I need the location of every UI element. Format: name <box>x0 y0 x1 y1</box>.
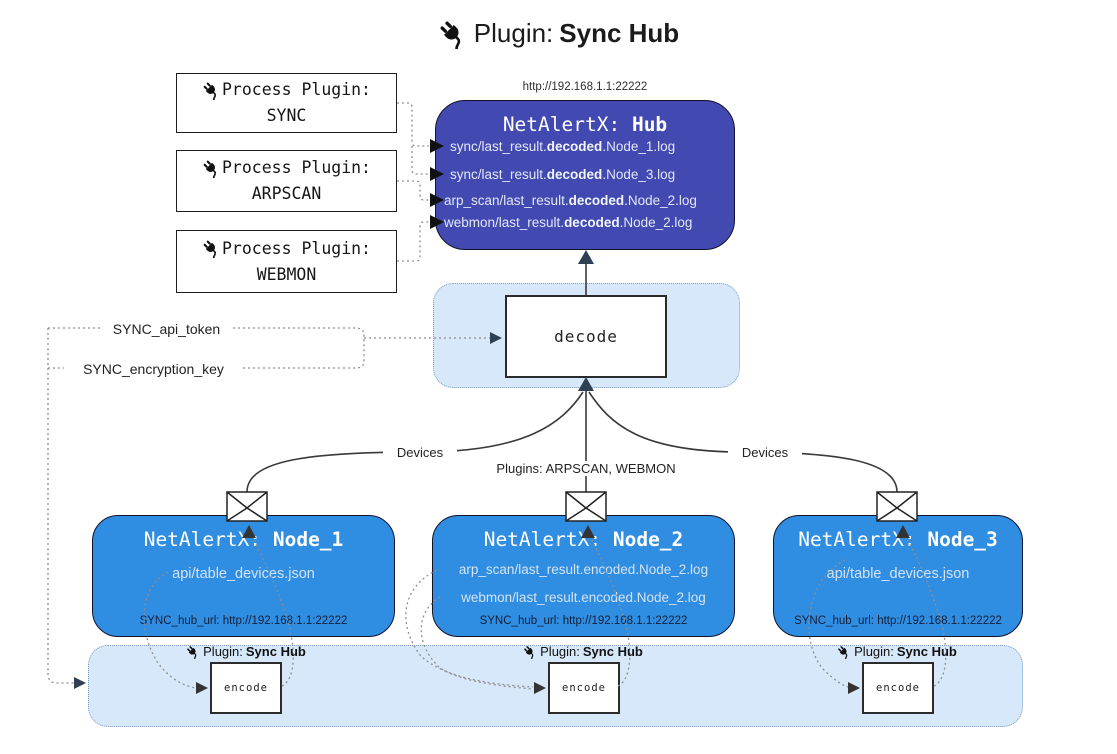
arrowhead <box>578 250 594 264</box>
log-bold: decoded <box>546 167 603 182</box>
process-plugin-name: WEBMON <box>256 264 317 284</box>
node1-title: NetAlertX: Node_1 <box>93 528 394 551</box>
encode-plugin-name: Sync Hub <box>582 644 643 659</box>
log-bold: decoded <box>568 193 625 208</box>
arrowhead <box>74 677 86 689</box>
hub-title-prefix: NetAlertX: <box>502 113 632 136</box>
node-title-prefix: NetAlertX: <box>798 528 928 551</box>
encode3-plugin-label: Plugin: Sync Hub <box>817 644 977 659</box>
log-post: .Node_3.log <box>602 167 676 182</box>
node2-file: webmon/last_result.encoded.Node_2.log <box>461 590 706 605</box>
process-plugin-arpscan-box: Process Plugin: ARPSCAN <box>176 150 397 212</box>
plugins-edge-label: Plugins: ARPSCAN, WEBMON <box>496 461 676 476</box>
hub-log-line: webmon/last_result.decoded.Node_2.log <box>444 214 732 232</box>
plug-icon <box>837 645 851 659</box>
log-post: .Node_2.log <box>624 193 697 208</box>
node-title-name: Node_1 <box>272 528 344 551</box>
node3-file: api/table_devices.json <box>826 566 970 582</box>
page-title-prefix: Plugin: <box>473 18 554 48</box>
node1-box: NetAlertX: Node_1 api/table_devices.json… <box>92 515 395 637</box>
encode2-box: encode <box>548 662 620 714</box>
process-plugin-label: Process Plugin: <box>221 158 371 178</box>
devices-right-label: Devices <box>728 445 802 460</box>
node3-box: NetAlertX: Node_3 api/table_devices.json… <box>773 515 1023 637</box>
plug-icon <box>438 19 468 49</box>
encode3-box: encode <box>862 662 934 714</box>
hub-log-line: sync/last_result.decoded.Node_1.log <box>450 138 732 156</box>
sync-encryption-key-label: SYNC_encryption_key <box>64 361 243 377</box>
log-pre: sync/last_result. <box>450 139 547 154</box>
hub-box: NetAlertX: Hub sync/last_result.decoded.… <box>435 100 735 250</box>
encode-plugin-name: Sync Hub <box>245 644 306 659</box>
hub-url-label: http://192.168.1.1:22222 <box>522 81 648 93</box>
node-title-name: Node_2 <box>612 528 684 551</box>
hub-title: NetAlertX: Hub <box>436 113 734 136</box>
encode-plugin-prefix: Plugin: <box>854 644 894 659</box>
encode1-plugin-label: Plugin: Sync Hub <box>166 644 326 659</box>
node2-box: NetAlertX: Node_2 arp_scan/last_result.e… <box>432 515 735 637</box>
hub-log-line: arp_scan/last_result.decoded.Node_2.log <box>444 192 732 210</box>
devices-left-label: Devices <box>383 445 457 460</box>
encode-plugin-name: Sync Hub <box>896 644 957 659</box>
log-bold: decoded <box>546 139 603 154</box>
log-pre: sync/last_result. <box>450 167 547 182</box>
hub-log-line: sync/last_result.decoded.Node_3.log <box>450 166 732 184</box>
process-plugin-name: SYNC <box>266 106 307 125</box>
encode-plugin-prefix: Plugin: <box>540 644 580 659</box>
node3-hub-url: SYNC_hub_url: http://192.168.1.1:22222 <box>794 615 1002 627</box>
encode-plugin-prefix: Plugin: <box>203 644 243 659</box>
plug-icon <box>186 645 200 659</box>
node2-hub-url: SYNC_hub_url: http://192.168.1.1:22222 <box>479 615 688 627</box>
sync-api-token-label: SYNC_api_token <box>100 321 233 337</box>
encode2-plugin-label: Plugin: Sync Hub <box>503 644 663 659</box>
log-post: .Node_2.log <box>619 215 693 230</box>
log-pre: arp_scan/last_result. <box>444 193 569 208</box>
edge-process-to-hub <box>397 102 429 262</box>
process-plugin-webmon-box: Process Plugin: WEBMON <box>176 230 397 293</box>
node-title-name: Node_3 <box>927 528 998 551</box>
page-title: Plugin: Sync Hub <box>0 18 1117 56</box>
node1-hub-url: SYNC_hub_url: http://192.168.1.1:22222 <box>139 615 348 627</box>
node3-title: NetAlertX: Node_3 <box>774 528 1022 551</box>
page-title-name: Sync Hub <box>559 18 680 48</box>
node2-title: NetAlertX: Node_2 <box>433 528 734 551</box>
log-bold: decoded <box>564 215 620 230</box>
node1-file: api/table_devices.json <box>172 566 315 582</box>
plug-icon <box>202 81 221 100</box>
plug-icon <box>523 645 537 659</box>
node-title-prefix: NetAlertX: <box>483 528 613 551</box>
process-plugin-label: Process Plugin: <box>221 238 371 258</box>
node-title-prefix: NetAlertX: <box>143 528 273 551</box>
process-plugin-name: ARPSCAN <box>251 184 322 203</box>
process-plugin-label: Process Plugin: <box>221 80 371 100</box>
hub-title-name: Hub <box>631 113 668 136</box>
node2-file: arp_scan/last_result.encoded.Node_2.log <box>458 562 709 577</box>
log-post: .Node_1.log <box>602 139 676 154</box>
encode1-box: encode <box>210 662 282 714</box>
decode-box: decode <box>505 295 667 378</box>
plug-icon <box>202 239 221 258</box>
log-pre: webmon/last_result. <box>444 215 565 230</box>
plug-icon <box>202 159 221 178</box>
process-plugin-sync-box: Process Plugin: SYNC <box>176 73 397 133</box>
